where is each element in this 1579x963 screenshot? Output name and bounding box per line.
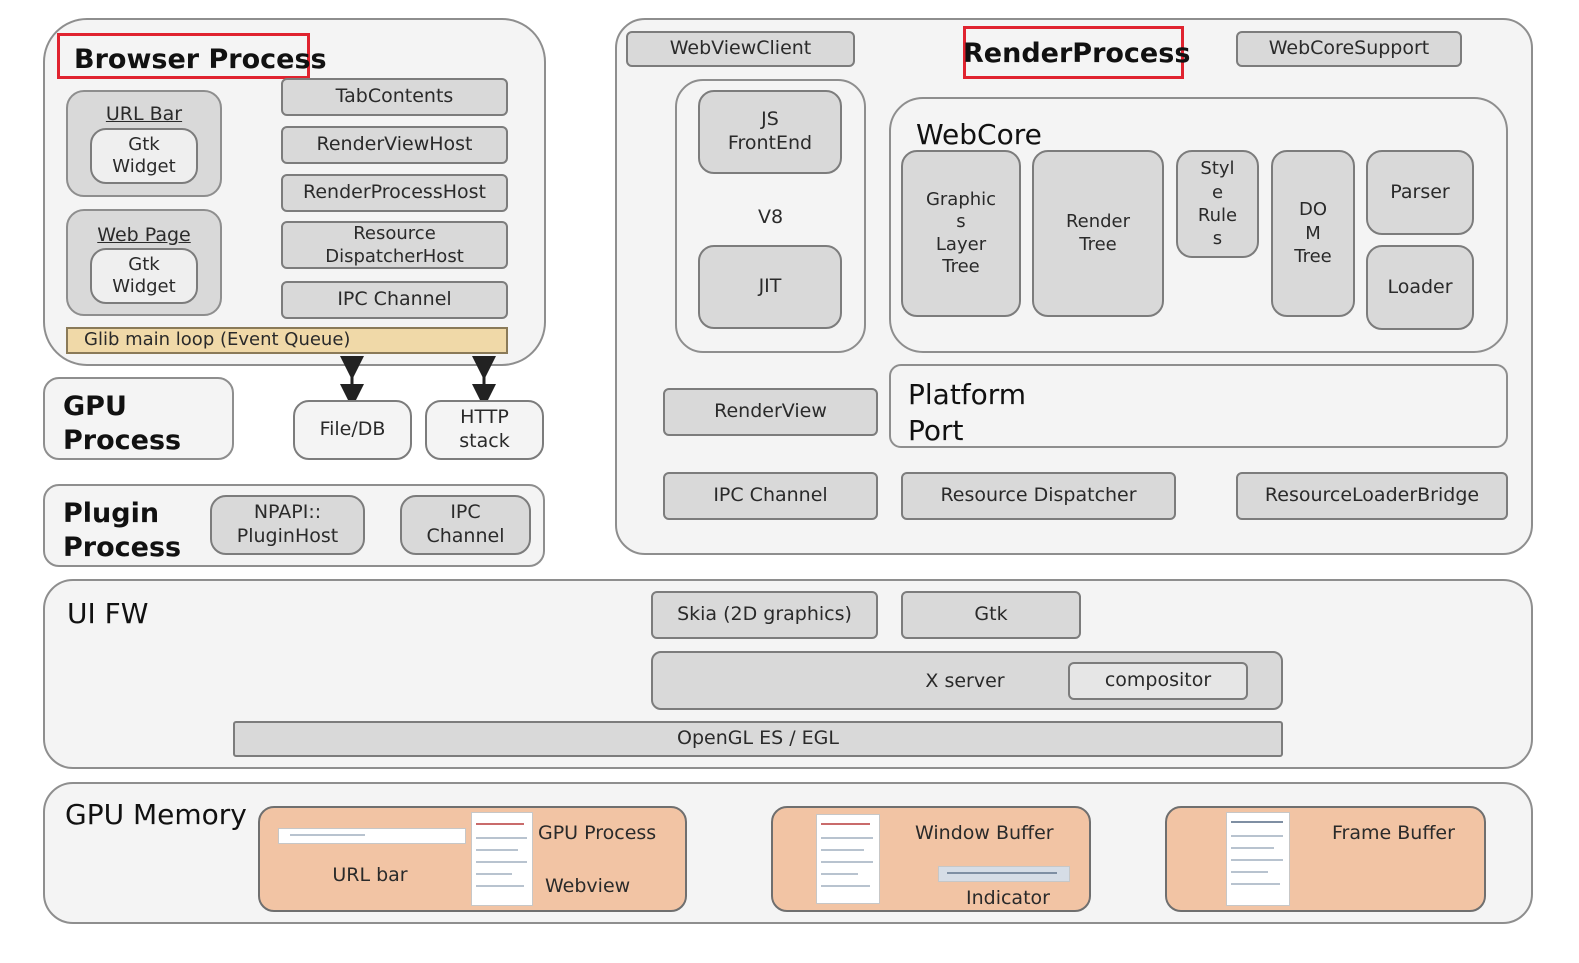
opengl-label: OpenGL ES / EGL [677,727,839,750]
x-server-label: X server [925,670,1005,692]
window-buffer-thumbnail [816,814,880,904]
npapi-plugin-host-box: NPAPI:: PluginHost [210,495,365,555]
dom-tree-label: DO M Tree [1294,199,1332,268]
http-stack-label: HTTP stack [459,406,510,452]
ui-fw-title: UI FW [67,597,149,630]
render-process-host-box: RenderProcessHost [281,174,508,212]
browser-ipc-channel-box: IPC Channel [281,281,508,319]
url-bar-gtk-widget: Gtk Widget [90,128,198,184]
file-db-label: File/DB [319,418,386,441]
render-ipc-channel-box: IPC Channel [663,472,878,520]
url-bar-label: URL Bar [105,103,183,125]
resource-loader-bridge-box: ResourceLoaderBridge [1236,472,1508,520]
event-loop-label: Glib main loop (Event Queue) [84,329,351,351]
graphics-layer-tree-box: Graphic s Layer Tree [901,150,1021,317]
webcore-title: WebCore [916,118,1042,151]
v8-label: V8 [757,206,784,228]
web-page-label: Web Page [97,224,191,246]
render-view-host-box: RenderViewHost [281,126,508,164]
js-frontend-box: JS FrontEnd [698,90,842,174]
gpu-process-title: GPU Process [63,391,182,456]
file-db-box: File/DB [293,400,412,460]
webview-client-label: WebViewClient [669,37,812,60]
gtk-label: Gtk [974,603,1008,626]
jit-box: JIT [698,245,842,329]
render-tree-box: Render Tree [1032,150,1164,317]
browser-process-title-frame [57,33,310,79]
compositor-label: compositor [1104,669,1212,692]
parser-box: Parser [1366,150,1474,235]
jit-label: JIT [758,275,782,298]
frame-buffer-thumbnail [1226,812,1290,906]
skia-box: Skia (2D graphics) [651,591,878,639]
webcore-support-label: WebCoreSupport [1268,37,1430,60]
render-ipc-channel-label: IPC Channel [713,484,828,507]
indicator-label: Indicator [966,887,1050,909]
render-view-label: RenderView [714,400,827,423]
browser-ipc-channel-label: IPC Channel [337,288,452,311]
gpu-process-container [43,377,234,460]
indicator-thumbnail [938,866,1070,882]
web-page-gtk-widget: Gtk Widget [90,248,198,304]
render-process-title: RenderProcess [963,38,1191,69]
gpu-memory-url-bar-label: URL bar [332,864,408,886]
resource-loader-bridge-label: ResourceLoaderBridge [1264,484,1480,507]
plugin-ipc-channel-box: IPC Channel [400,495,531,555]
plugin-process-title: Plugin Process [63,498,182,563]
resource-dispatcher-box: Resource Dispatcher [901,472,1176,520]
js-frontend-label: JS FrontEnd [727,108,813,154]
render-tree-label: Render Tree [1065,211,1131,255]
gpu-memory-gpu-process-label: GPU Process [538,822,657,844]
npapi-plugin-host-label: NPAPI:: PluginHost [236,501,339,547]
platform-port-box [889,364,1508,448]
resource-dispatcher-label: Resource Dispatcher [940,484,1137,507]
style-rules-box: Styl e Rule s [1176,150,1259,258]
tab-contents-label: TabContents [335,85,454,108]
webview-client-box: WebViewClient [626,31,855,67]
browser-process-title: Browser Process [74,44,327,75]
window-buffer-title: Window Buffer [915,822,1054,844]
url-bar-gtk-widget-label: Gtk Widget [112,133,176,178]
graphics-layer-tree-label: Graphic s Layer Tree [925,188,997,278]
render-process-title-frame [963,26,1184,79]
dom-tree-box: DO M Tree [1271,150,1355,317]
frame-buffer-title: Frame Buffer [1332,822,1455,844]
parser-label: Parser [1390,180,1450,203]
plugin-ipc-channel-label: IPC Channel [426,501,505,547]
resource-dispatcher-host-label: Resource DispatcherHost [325,222,464,267]
tab-contents-box: TabContents [281,78,508,116]
gtk-box: Gtk [901,591,1081,639]
event-loop-bar: Glib main loop (Event Queue) [66,327,508,354]
http-stack-box: HTTP stack [425,400,544,460]
loader-box: Loader [1366,245,1474,330]
gpu-memory-webview-label: Webview [545,875,631,897]
compositor-box: compositor [1068,662,1248,700]
render-view-host-label: RenderViewHost [316,133,473,156]
webcore-support-box: WebCoreSupport [1236,31,1462,67]
style-rules-label: Styl e Rule s [1197,158,1238,250]
render-process-host-label: RenderProcessHost [303,181,486,204]
opengl-box: OpenGL ES / EGL [233,721,1283,757]
loader-label: Loader [1387,275,1453,298]
webview-thumbnail [471,812,533,906]
render-view-box: RenderView [663,388,878,436]
skia-label: Skia (2D graphics) [677,603,852,626]
platform-port-label: Platform Port [908,378,1027,448]
frame-buffer [1165,806,1486,912]
resource-dispatcher-host-box: Resource DispatcherHost [281,221,508,269]
gpu-memory-title: GPU Memory [65,798,247,831]
web-page-gtk-widget-label: Gtk Widget [112,253,176,298]
url-bar-thumbnail [278,828,466,844]
